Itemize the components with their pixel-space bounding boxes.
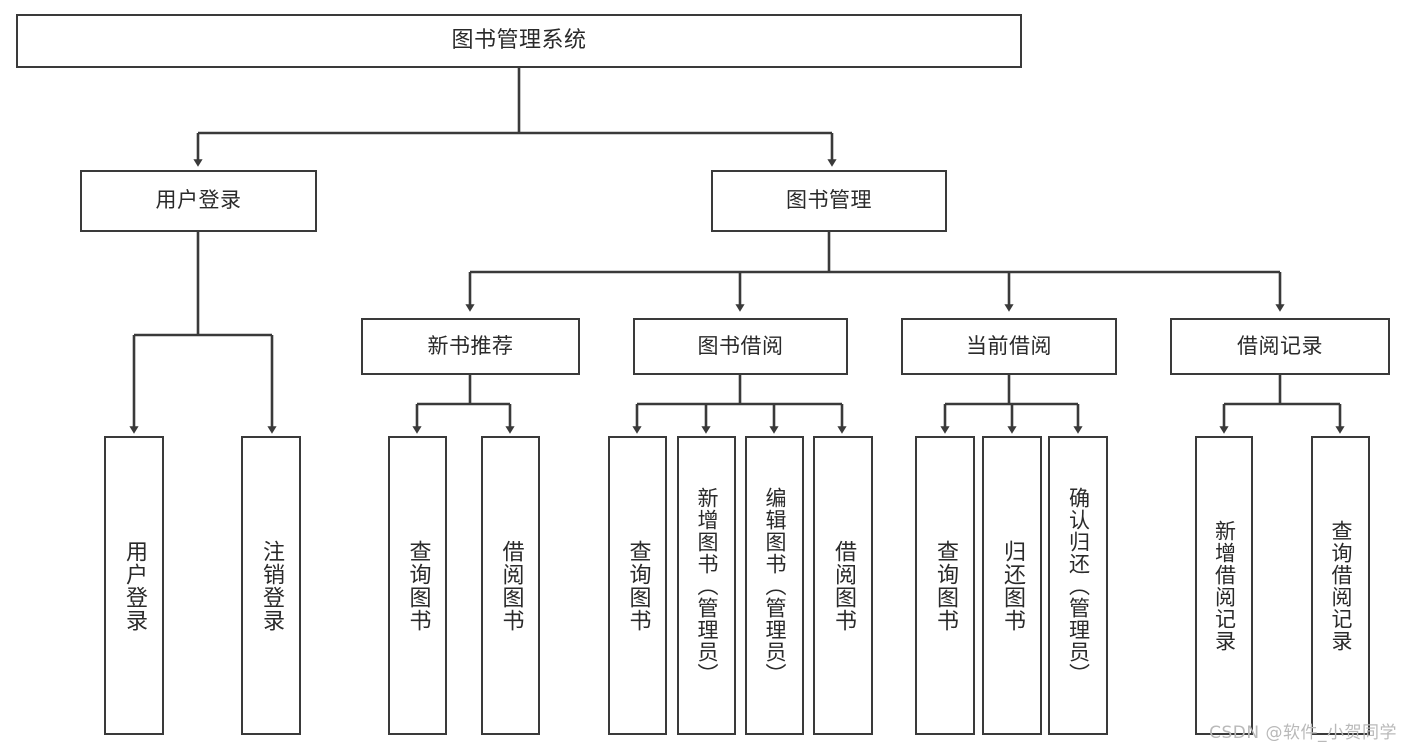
node-label: 用户登录 (155, 188, 242, 213)
node-label: 用户登录 (122, 539, 147, 632)
node-label: 图书管理系统 (451, 27, 587, 53)
leaf-confirm-return[interactable]: 确认归还（管理员） (1048, 436, 1108, 735)
leaf-return-book[interactable]: 归还图书 (982, 436, 1042, 735)
node-label: 查询图书 (405, 539, 431, 632)
leaf-add-book[interactable]: 新增图书（管理员） (677, 436, 736, 735)
node-label: 查询图书 (625, 539, 651, 632)
node-label: 确认归还（管理员） (1066, 486, 1091, 685)
node-label: 借阅图书 (498, 539, 524, 632)
node-book-borrow[interactable]: 图书借阅 (633, 318, 848, 375)
leaf-edit-book[interactable]: 编辑图书（管理员） (745, 436, 804, 735)
leaf-borrow-book-recommend[interactable]: 借阅图书 (481, 436, 540, 735)
node-label: 借阅图书 (831, 539, 856, 632)
node-book-management[interactable]: 图书管理 (711, 170, 947, 232)
leaf-add-borrow-record[interactable]: 新增借阅记录 (1195, 436, 1253, 735)
node-label: 编辑图书（管理员） (763, 486, 787, 685)
node-new-book-recommend[interactable]: 新书推荐 (361, 318, 580, 375)
node-label: 新增图书（管理员） (695, 486, 719, 685)
node-label: 查询图书 (933, 539, 958, 632)
node-label: 注销登录 (259, 539, 284, 632)
node-label: 借阅记录 (1237, 333, 1323, 358)
leaf-logout-login[interactable]: 注销登录 (241, 436, 301, 735)
leaf-query-book-borrow[interactable]: 查询图书 (608, 436, 667, 735)
node-label: 新书推荐 (427, 333, 514, 358)
node-borrow-record[interactable]: 借阅记录 (1170, 318, 1390, 375)
leaf-query-book-recommend[interactable]: 查询图书 (388, 436, 447, 735)
node-label: 归还图书 (1000, 539, 1025, 632)
node-label: 图书管理 (786, 188, 872, 213)
leaf-query-book-current[interactable]: 查询图书 (915, 436, 975, 735)
node-root-system[interactable]: 图书管理系统 (16, 14, 1022, 68)
leaf-borrow-book[interactable]: 借阅图书 (813, 436, 873, 735)
node-user-login[interactable]: 用户登录 (80, 170, 317, 232)
leaf-user-login[interactable]: 用户登录 (104, 436, 164, 735)
node-label: 当前借阅 (966, 333, 1052, 358)
node-label: 图书借阅 (697, 333, 784, 358)
leaf-query-borrow-record[interactable]: 查询借阅记录 (1311, 436, 1370, 735)
node-label: 查询借阅记录 (1329, 519, 1353, 652)
node-current-borrow[interactable]: 当前借阅 (901, 318, 1117, 375)
node-label: 新增借阅记录 (1212, 519, 1237, 652)
watermark: CSDN @软件_小贺同学 (1209, 723, 1397, 743)
